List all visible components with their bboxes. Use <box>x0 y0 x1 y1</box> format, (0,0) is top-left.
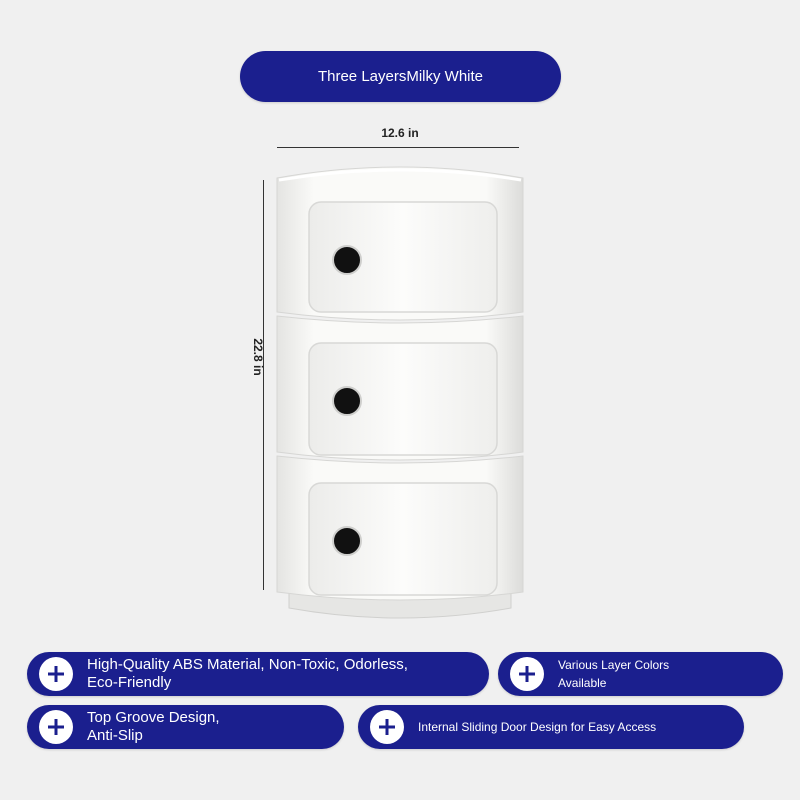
plus-icon <box>370 710 404 744</box>
door-handle-middle <box>332 386 362 416</box>
product-door-middle <box>308 342 498 456</box>
height-dimension-line <box>263 180 264 590</box>
feature-label: Various Layer Colors Available <box>558 658 670 690</box>
product-title-badge: Three LayersMilky White <box>240 51 561 102</box>
plus-icon <box>39 710 73 744</box>
product-door-top <box>308 201 498 313</box>
plus-icon <box>39 657 73 691</box>
width-dimension-line <box>277 147 519 148</box>
feature-layer-colors: Various Layer Colors Available <box>498 652 783 696</box>
feature-label: Internal Sliding Door Design for Easy Ac… <box>418 719 657 734</box>
product-title: Three LayersMilky White <box>317 68 484 85</box>
door-handle-top <box>332 245 362 275</box>
plus-icon <box>510 657 544 691</box>
product-door-bottom <box>308 482 498 596</box>
feature-label: Top Groove Design, Anti-Slip <box>87 709 220 744</box>
door-handle-bottom <box>332 526 362 556</box>
feature-abs-material: High-Quality ABS Material, Non-Toxic, Od… <box>27 652 489 696</box>
product-image <box>276 166 524 619</box>
width-dimension-label: 12.6 in <box>381 126 419 140</box>
feature-top-groove: Top Groove Design, Anti-Slip <box>27 705 344 749</box>
product-top-rim <box>278 168 522 182</box>
feature-sliding-door: Internal Sliding Door Design for Easy Ac… <box>358 705 744 749</box>
height-dimension-label: 22.8 in <box>251 338 265 376</box>
feature-label: High-Quality ABS Material, Non-Toxic, Od… <box>87 656 408 691</box>
